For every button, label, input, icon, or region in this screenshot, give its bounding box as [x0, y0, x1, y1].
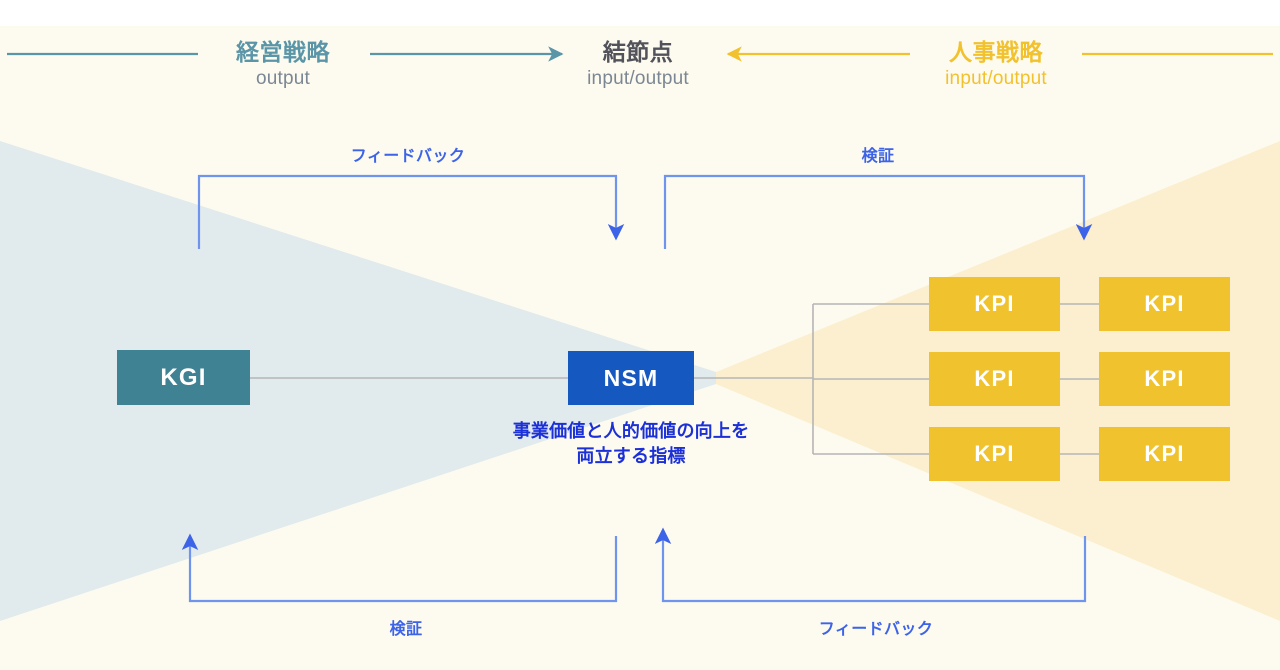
kpi-node-label: KPI — [1144, 366, 1185, 391]
kpi-node-label: KPI — [974, 366, 1015, 391]
kgi-node[interactable]: KGI — [117, 350, 250, 405]
kgi-node-label: KGI — [160, 363, 207, 391]
header-title-management-strategy: 経営戦略 — [236, 39, 330, 65]
kpi-node-label: KPI — [1144, 291, 1185, 316]
header-title-node-point: 結節点 — [602, 39, 674, 65]
kpi-node-label: KPI — [974, 291, 1015, 316]
loop-top-left-path — [197, 174, 625, 249]
header-subtitle-node-point: input/output — [587, 67, 689, 89]
loop-label-bottom-right: フィードバック — [818, 621, 934, 638]
header-column-management-strategy: 経営戦略 output — [185, 39, 381, 89]
header-subtitle-hr-strategy: input/output — [945, 67, 1047, 89]
header-column-node-point: 結節点 input/output — [540, 39, 736, 89]
kpi-node-4[interactable]: KPI — [1099, 352, 1230, 406]
kpi-node-5[interactable]: KPI — [929, 427, 1060, 481]
kpi-node-2[interactable]: KPI — [1099, 277, 1230, 331]
kpi-node-label: KPI — [974, 441, 1015, 466]
header-title-hr-strategy: 人事戦略 — [949, 39, 1043, 65]
header-subtitle-management-strategy: output — [255, 67, 311, 89]
kpi-node-3[interactable]: KPI — [929, 352, 1060, 406]
kpi-node-6[interactable]: KPI — [1099, 427, 1230, 481]
loop-bottom-left-path — [181, 533, 618, 603]
left-wedge — [0, 141, 716, 621]
header-column-hr-strategy: 人事戦略 input/output — [898, 39, 1094, 89]
nsm-node-label: NSM — [603, 364, 659, 391]
nsm-node[interactable]: NSM — [568, 351, 694, 405]
loop-bottom-right-path — [654, 527, 1087, 603]
kpi-node-label: KPI — [1144, 441, 1185, 466]
loop-top-right-path — [663, 174, 1093, 249]
loop-label-top-left: フィードバック — [350, 148, 466, 165]
nsm-caption-line-2: 両立する指標 — [576, 445, 686, 466]
nsm-caption-line-1: 事業価値と人的価値の向上を — [512, 421, 750, 441]
loop-label-top-right: 検証 — [861, 148, 895, 165]
nsm-caption: 事業価値と人的価値の向上を 両立する指標 — [440, 419, 822, 469]
loop-label-bottom-left: 検証 — [389, 621, 423, 638]
kpi-node-1[interactable]: KPI — [929, 277, 1060, 331]
